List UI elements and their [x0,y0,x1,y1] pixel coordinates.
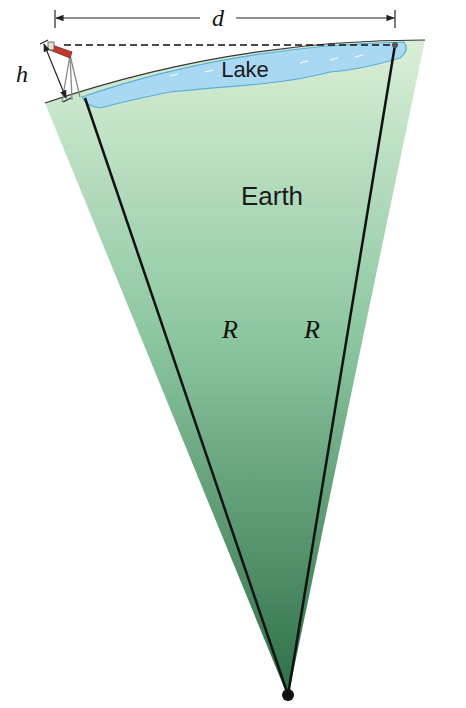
height-label: h [16,62,28,86]
node-text: Earth [241,181,303,212]
far-point [392,42,398,48]
telescope [48,42,72,58]
distance-label: d [209,6,227,30]
radius-label: R [222,317,238,343]
node-text: Lake [221,57,269,83]
lake-label-box: Lake [221,57,269,83]
earth-label-box: Earth [241,181,303,212]
radius-line [288,45,395,695]
earth-center [282,689,294,701]
earth-wedge [45,40,425,697]
line-of-sight [64,44,395,46]
height-dimension [40,40,71,102]
radius-label: R [304,317,320,343]
lake-water [82,42,406,108]
